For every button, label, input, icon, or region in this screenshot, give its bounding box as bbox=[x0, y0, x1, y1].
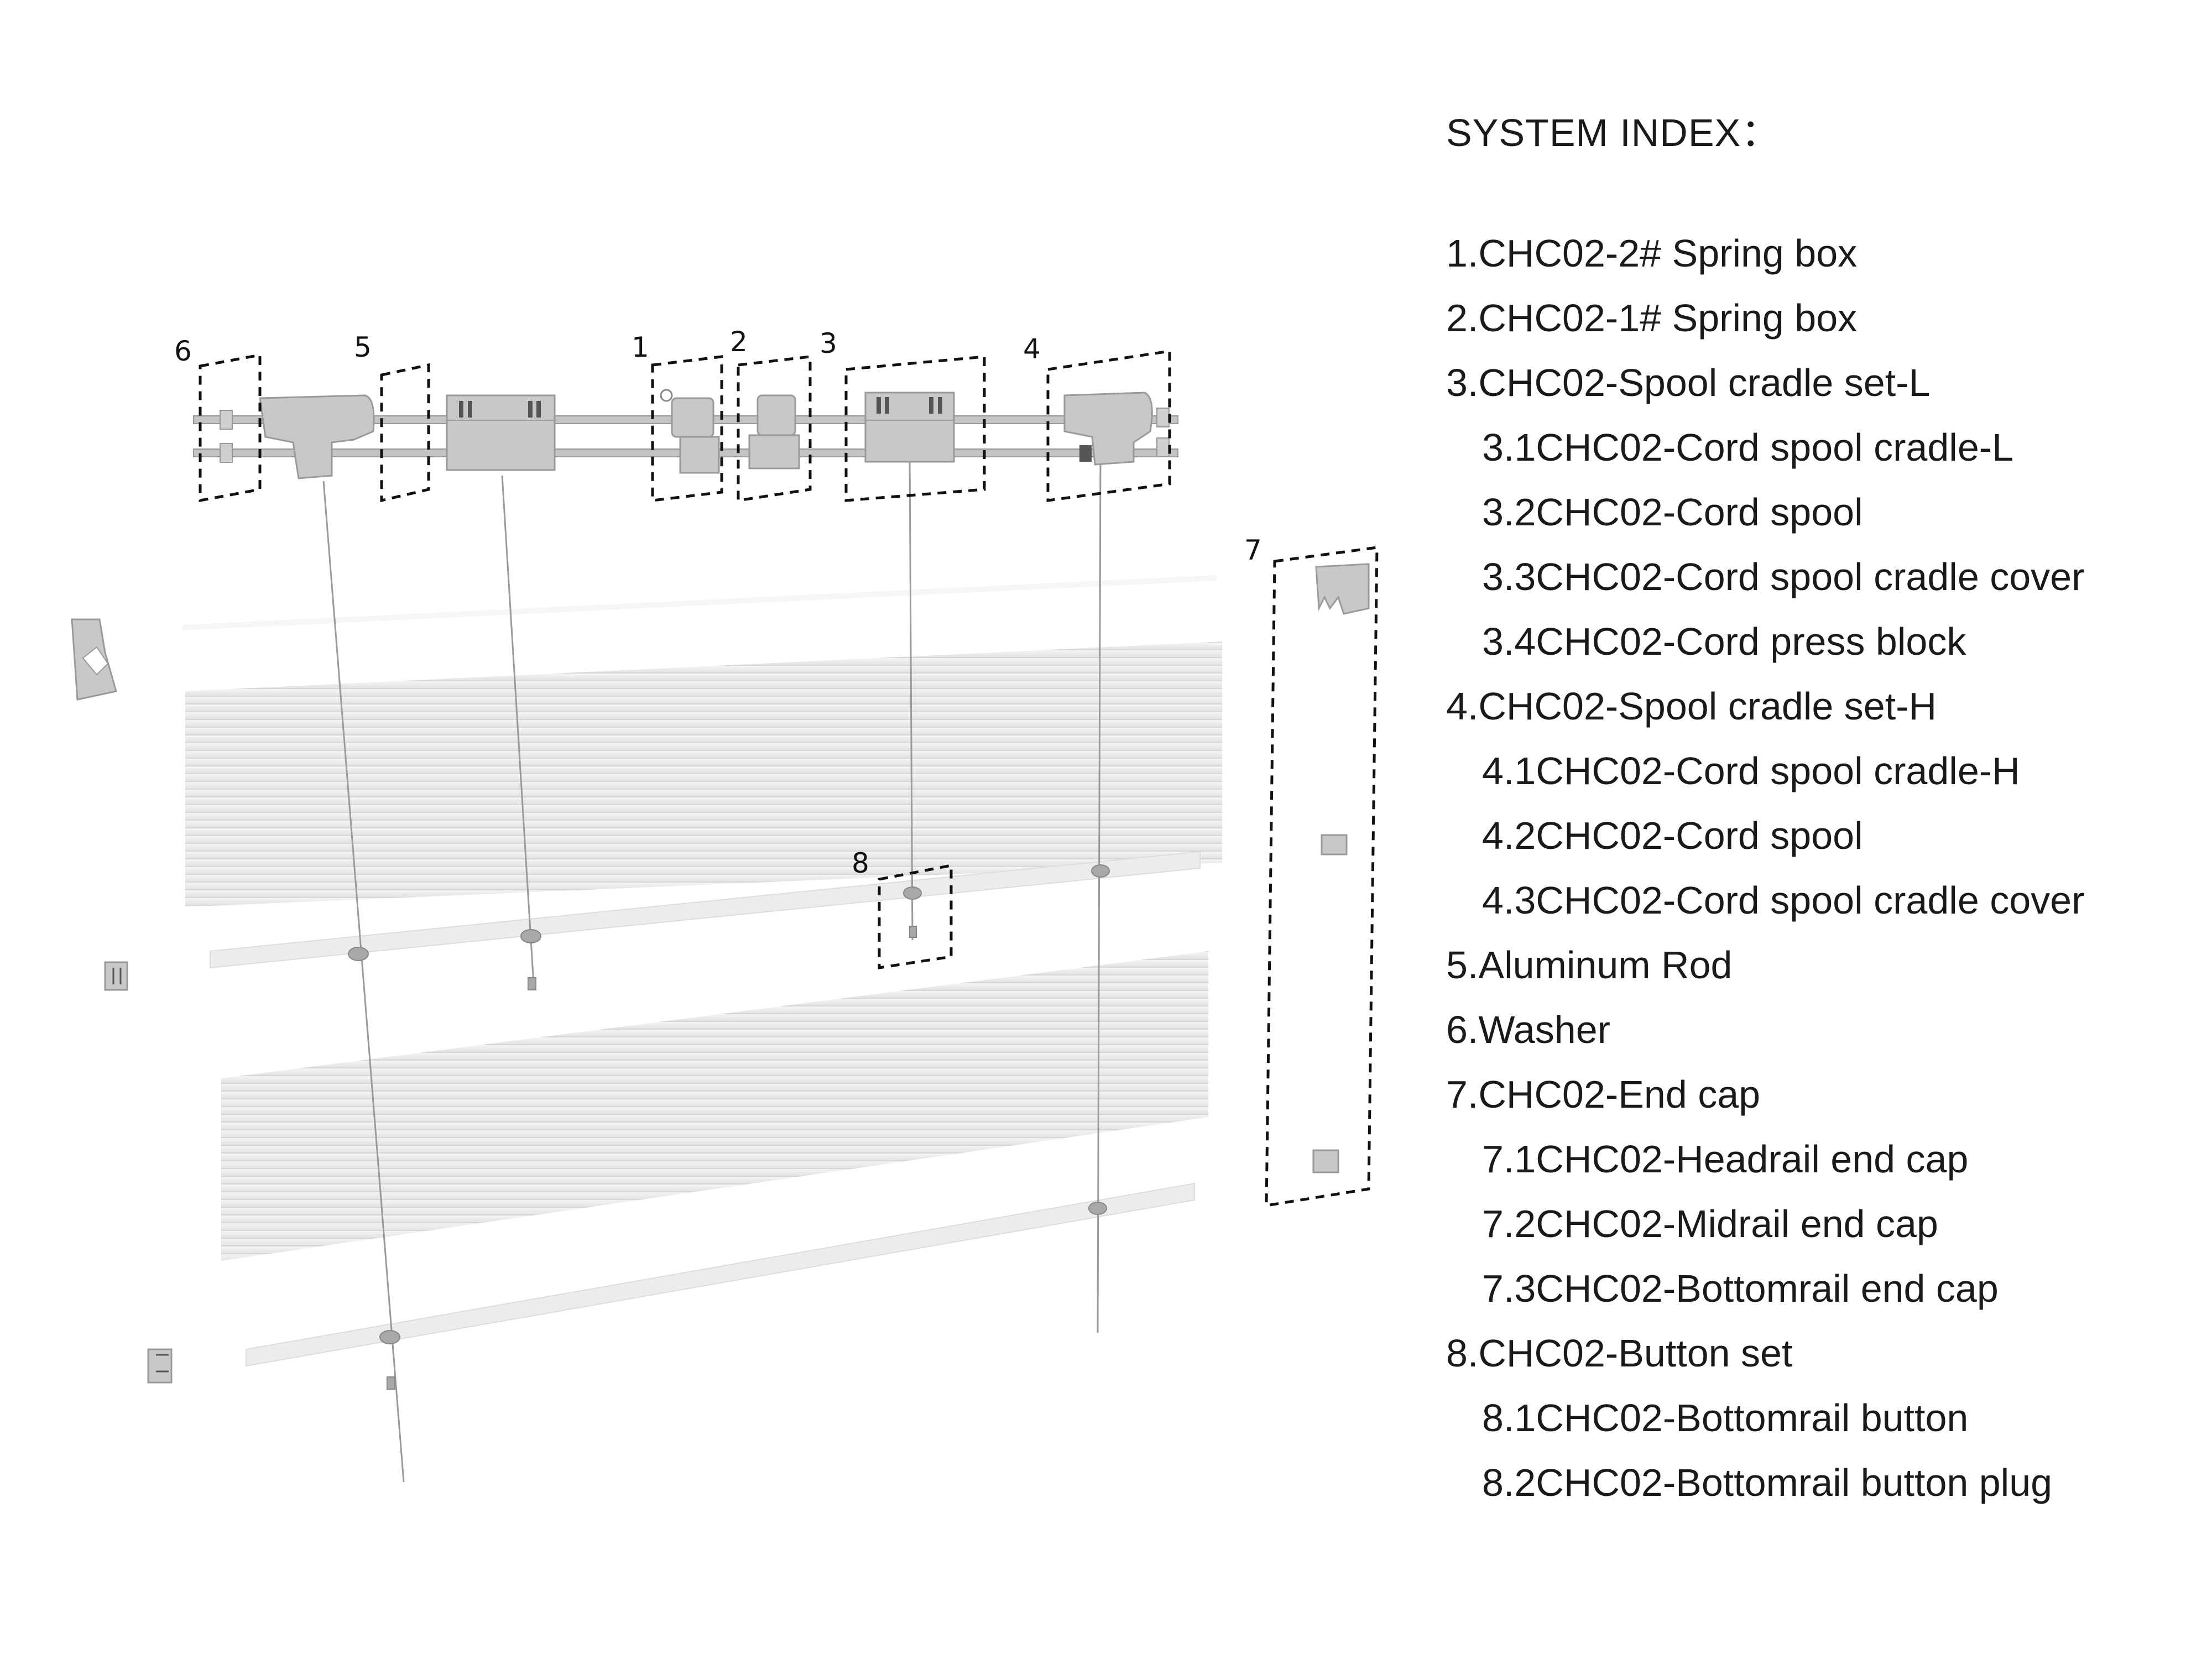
index-item: 3.1CHC02-Cord spool cradle-L bbox=[1482, 426, 2013, 469]
system-index-list: 1.CHC02-2# Spring box 2.CHC02-1# Spring b… bbox=[1446, 221, 2198, 1515]
bottomrail-end-cap-left bbox=[147, 1348, 173, 1384]
lower-pleated-fabric bbox=[221, 951, 1208, 1261]
spring-box-2 bbox=[660, 389, 720, 474]
index-item: 7.2CHC02-Midrail end cap bbox=[1482, 1202, 1938, 1245]
spool-cradle-set-h bbox=[1063, 392, 1153, 466]
callout-frame-4 bbox=[1046, 349, 1171, 502]
cord-stoppers bbox=[348, 864, 1110, 1390]
index-item: 3.2CHC02-Cord spool bbox=[1482, 491, 1863, 534]
end-cap-set-7 bbox=[1312, 563, 1370, 1173]
index-item: 4.2CHC02-Cord spool bbox=[1482, 814, 1863, 857]
bottom-rail bbox=[246, 1182, 1195, 1367]
callout-frame-5 bbox=[380, 363, 430, 503]
spool-cradle-set-l bbox=[864, 392, 955, 463]
callout-label-5: 5 bbox=[354, 331, 372, 363]
callout-labels: 6 5 1 2 3 4 7 8 bbox=[174, 326, 1262, 879]
callout-frame-1 bbox=[651, 355, 723, 502]
callout-label-8: 8 bbox=[852, 847, 869, 879]
index-item: 2.CHC02-1# Spring box bbox=[1446, 296, 1858, 340]
index-item: 1.CHC02-2# Spring box bbox=[1446, 232, 1858, 275]
spring-box-1 bbox=[748, 394, 800, 469]
headrail-end-cap-left bbox=[71, 618, 117, 701]
callout-frame-3 bbox=[844, 355, 986, 502]
index-item: 8.2CHC02-Bottomrail button plug bbox=[1482, 1461, 2053, 1504]
index-item: 3.CHC02-Spool cradle set-L bbox=[1446, 361, 1931, 404]
index-item: 7.1CHC02-Headrail end cap bbox=[1482, 1138, 1969, 1181]
system-index-panel: SYSTEM INDEX： 1.CHC02-2# Spring box 2.CHC… bbox=[1446, 113, 2198, 1515]
index-item: 5.Aluminum Rod bbox=[1446, 943, 1733, 987]
index-item: 7.3CHC02-Bottomrail end cap bbox=[1482, 1267, 1999, 1310]
spring-box-left bbox=[446, 394, 556, 471]
callout-label-3: 3 bbox=[820, 327, 837, 359]
headrail-outline bbox=[182, 575, 1217, 630]
upper-pleated-fabric bbox=[185, 641, 1222, 907]
callout-label-1: 1 bbox=[632, 331, 649, 363]
system-index-title: SYSTEM INDEX： bbox=[1446, 111, 1781, 154]
midrail-end-cap-left bbox=[104, 961, 128, 991]
callout-frame-2 bbox=[737, 355, 812, 502]
callout-label-4: 4 bbox=[1023, 333, 1041, 365]
index-item: 6.Washer bbox=[1446, 1008, 1610, 1051]
index-item: 3.4CHC02-Cord press block bbox=[1482, 620, 1966, 663]
callout-frame-7 bbox=[1265, 546, 1379, 1207]
callout-frame-8 bbox=[878, 863, 953, 969]
index-item: 3.3CHC02-Cord spool cradle cover bbox=[1482, 555, 2085, 598]
washers bbox=[220, 408, 1170, 463]
middle-rail bbox=[210, 851, 1201, 969]
index-item: 4.3CHC02-Cord spool cradle cover bbox=[1482, 879, 2085, 922]
index-item: 8.CHC02-Button set bbox=[1446, 1332, 1793, 1375]
spool-cradle-l-left bbox=[259, 394, 375, 479]
callout-label-6: 6 bbox=[174, 335, 192, 367]
index-item: 7.CHC02-End cap bbox=[1446, 1073, 1761, 1116]
callout-frames bbox=[199, 349, 1379, 1207]
exploded-assembly-diagram: 6 5 1 2 3 4 7 8 bbox=[71, 326, 1379, 1483]
lift-cords bbox=[322, 453, 1102, 1483]
index-item: 4.CHC02-Spool cradle set-H bbox=[1446, 685, 1937, 728]
index-item: 4.1CHC02-Cord spool cradle-H bbox=[1482, 749, 2020, 792]
callout-label-7: 7 bbox=[1244, 534, 1262, 566]
callout-label-2: 2 bbox=[730, 326, 748, 358]
index-item: 8.1CHC02-Bottomrail button bbox=[1482, 1396, 1969, 1439]
callout-frame-6 bbox=[199, 353, 262, 503]
